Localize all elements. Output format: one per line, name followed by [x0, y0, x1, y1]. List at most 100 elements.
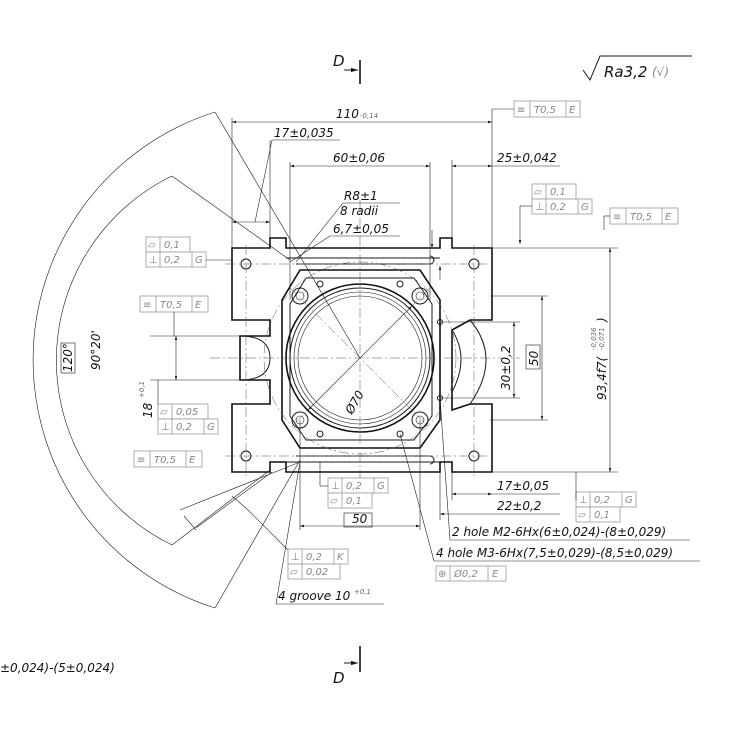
dim-93-4: 93,4f7( -0,036 -0,071 ): [452, 247, 618, 473]
svg-text:▱: ▱: [578, 510, 586, 521]
dim-22: 22±0,2: [439, 472, 560, 520]
note-groove-tol: +0,1: [354, 588, 371, 596]
dim-17: 17±0,035: [232, 126, 340, 238]
svg-text:Ø0,2: Ø0,2: [453, 568, 478, 580]
svg-text:0,05: 0,05: [176, 407, 198, 418]
angle-90-label: 90°20': [89, 330, 103, 370]
tol-frame-bottom-left-stack: ⊥ 0,2 K ▱ 0,02: [287, 548, 349, 580]
dim-22-text: 22±0,2: [497, 499, 541, 513]
surface-finish-text: Ra3,2: [604, 63, 647, 81]
svg-text:K: K: [337, 552, 345, 563]
dim-93-4-tol-up: -0,036: [590, 327, 598, 350]
svg-text:▱: ▱: [330, 496, 338, 507]
svg-text:G: G: [581, 202, 589, 213]
note-partial-text: ±0,024)-(5±0,024): [0, 661, 115, 675]
dim-110: 110 -0,14: [231, 107, 493, 248]
svg-text:⊥: ⊥: [149, 255, 158, 266]
dim-25-text: 25±0,042: [497, 151, 557, 165]
svg-text:⊥: ⊥: [161, 422, 170, 433]
dim-60-text: 60±0,06: [333, 151, 385, 165]
tol-frame-position: ⊕ Ø0,2 E: [435, 565, 507, 582]
svg-text:T0,5: T0,5: [534, 105, 556, 116]
svg-text:T0,5: T0,5: [154, 455, 176, 466]
svg-text:0,2: 0,2: [550, 202, 566, 213]
tol-frame-left-stack: ▱ 0,1 ⊥ 0,2 G: [145, 236, 232, 268]
svg-text:G: G: [207, 422, 215, 433]
svg-text:▱: ▱: [160, 407, 168, 418]
part-outline: [231, 237, 493, 473]
dim-phi70-text: Ø70: [342, 388, 367, 418]
svg-text:E: E: [195, 300, 202, 311]
svg-text:≡: ≡: [143, 300, 151, 311]
svg-text:0,2: 0,2: [306, 552, 322, 563]
svg-text:0,2: 0,2: [346, 481, 362, 492]
svg-text:⊥: ⊥: [291, 552, 300, 563]
svg-text:▱: ▱: [148, 240, 156, 251]
dim-50h-text: 50: [352, 512, 368, 526]
svg-text:≡: ≡: [137, 455, 145, 466]
dim-93-4-tol-dn: -0,071: [598, 327, 606, 350]
dim-r8-line1: R8±1: [344, 189, 378, 203]
tol-frame-bottom-right-stack: ⊥ 0,2 G ▱ 0,1: [575, 472, 637, 523]
svg-text:≡: ≡: [613, 212, 621, 223]
dim-18-text: 18: [141, 402, 155, 418]
svg-text:▱: ▱: [534, 187, 542, 198]
surface-finish-suffix: (√): [652, 65, 669, 79]
dim-6-7-text: 6,7±0,05: [333, 222, 389, 236]
svg-text:T0,5: T0,5: [630, 212, 652, 223]
svg-text:0,1: 0,1: [164, 240, 180, 251]
dim-30-text: 30±0,2: [499, 346, 513, 390]
section-label-top: D: [333, 52, 345, 70]
tol-frame-right-stack: ▱ 0,1 ⊥ 0,2 G: [518, 183, 593, 244]
dim-17-bottom: 17±0,05: [451, 472, 560, 500]
dim-60: 60±0,06: [289, 151, 431, 300]
svg-text:E: E: [492, 569, 499, 580]
dim-r8: R8±1 8 radii: [295, 189, 400, 263]
svg-text:0,2: 0,2: [164, 255, 180, 266]
dim-50-horizontal: 50: [299, 420, 421, 530]
dim-93-4-text: 93,4f7(: [595, 355, 609, 400]
svg-text:0,1: 0,1: [346, 496, 362, 507]
dim-50-vertical: 50: [490, 295, 548, 421]
tol-frame-top-symmetry: ≡ T0,5 E: [491, 100, 581, 118]
svg-text:0,02: 0,02: [306, 567, 328, 578]
note-groove-text: 4 groove 10: [278, 589, 351, 603]
svg-text:0,1: 0,1: [550, 187, 566, 198]
dim-17-text: 17±0,035: [274, 126, 334, 140]
dim-110-text: 110: [336, 107, 359, 121]
svg-text:⊥: ⊥: [535, 202, 544, 213]
dim-93-4-close: ): [595, 317, 609, 323]
note-4-hole: 4 hole M3-6Hx(7,5±0,029)-(8,5±0,029): [399, 433, 700, 562]
section-label-bottom: D: [333, 669, 345, 687]
note-groove: 4 groove 10 +0,1: [275, 461, 384, 605]
lower-left-leaders: [179, 461, 301, 551]
svg-text:0,2: 0,2: [594, 495, 610, 506]
svg-text:⊥: ⊥: [331, 481, 340, 492]
section-marker-top: D: [333, 52, 361, 84]
tol-frame-left-symmetry: ≡ T0,5 E: [139, 295, 209, 336]
note-4-hole-text: 4 hole M3-6Hx(7,5±0,029)-(8,5±0,029): [436, 546, 673, 560]
note-partial: ±0,024)-(5±0,024): [0, 661, 115, 675]
svg-text:E: E: [569, 105, 576, 116]
surface-finish-symbol: Ra3,2 (√): [582, 55, 692, 82]
dim-18-tol: +0,1: [138, 381, 146, 398]
tol-frame-left2-stack: ▱ 0,05 ⊥ 0,2 G: [157, 403, 219, 435]
dim-25: 25±0,042: [451, 151, 560, 238]
svg-text:⊥: ⊥: [579, 495, 588, 506]
svg-text:⊕: ⊕: [438, 569, 446, 580]
angle-120-label: 120°: [61, 343, 75, 372]
svg-text:T0,5: T0,5: [160, 300, 182, 311]
dim-110-tol: -0,14: [360, 112, 378, 120]
note-2-hole-text: 2 hole M2-6Hx(6±0,024)-(8±0,029): [452, 525, 666, 539]
dim-6-7: 6,7±0,05: [289, 222, 442, 280]
svg-text:0,1: 0,1: [594, 510, 610, 521]
tol-frame-right-symmetry: ≡ T0,5 E: [603, 207, 679, 230]
svg-text:E: E: [665, 212, 672, 223]
tol-frame-bottom-stack: ⊥ 0,2 G ▱ 0,1: [319, 462, 389, 509]
note-2-hole: 2 hole M2-6Hx(6±0,024)-(8±0,029): [439, 397, 690, 541]
svg-text:G: G: [377, 481, 385, 492]
svg-text:E: E: [189, 455, 196, 466]
dim-30: 30±0,2: [440, 321, 520, 399]
svg-text:G: G: [195, 255, 203, 266]
